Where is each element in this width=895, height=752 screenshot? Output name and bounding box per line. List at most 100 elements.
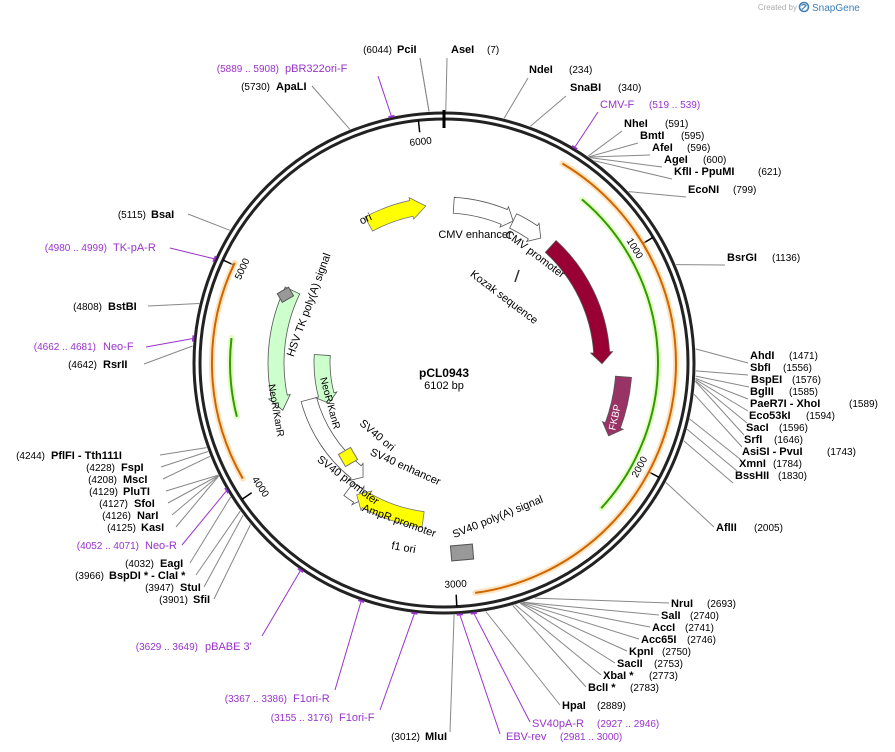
enzyme-bcli: BclI * (2783)	[588, 682, 659, 694]
plasmid-name: pCL0943	[419, 366, 469, 380]
enzyme-leader-line	[514, 604, 602, 676]
feature-box-sv40-polya	[449, 543, 475, 562]
enzyme-pluti: (4129) PluTI	[89, 486, 150, 498]
orf-orange-right	[475, 162, 677, 594]
enzyme-kpni: KpnI (2750)	[629, 646, 691, 658]
primer-binding-site	[224, 487, 230, 494]
enzyme-pos: (4244)	[16, 451, 45, 462]
primer-name: F1ori-R	[293, 693, 330, 705]
enzyme-pos: (3012)	[391, 732, 420, 743]
enzyme-name: EcoNI	[688, 184, 719, 196]
enzyme-pos: (1784)	[773, 459, 802, 470]
enzyme-leader-line	[628, 191, 687, 198]
primer-pos: (519 .. 539)	[649, 100, 700, 111]
enzyme-name: AfeI	[652, 142, 673, 154]
enzyme-leader-line	[213, 524, 251, 600]
enzyme-pos: (1585)	[789, 387, 818, 398]
enzyme-pos: (6044)	[363, 45, 392, 56]
primer-pbabe: (3629 .. 3649) pBABE 3'	[136, 641, 252, 653]
enzyme-pcii: (6044) PciI	[363, 44, 416, 56]
enzyme-econi: EcoNI (799)	[688, 184, 756, 196]
enzyme-name: NruI	[671, 598, 693, 610]
enzyme-mlui: (3012) MluI	[391, 731, 447, 743]
enzyme-name: AseI	[451, 44, 474, 56]
enzyme-bspei: BspEI (1576)	[751, 374, 821, 386]
enzyme-leader-line	[503, 77, 529, 119]
enzyme-leader-line	[449, 614, 455, 733]
enzyme-pos: (3901)	[159, 595, 188, 606]
feature-box-sv40-ori	[337, 446, 359, 468]
orf-green-right	[581, 198, 659, 509]
enzyme-ahdi: AhdI (1471)	[750, 350, 818, 362]
primer-leader-lines	[145, 75, 599, 735]
enzyme-pos: (4808)	[73, 302, 102, 313]
tick-label: 4000	[249, 475, 271, 500]
enzyme-pflfi: (4244) PflFI - Tth111I	[16, 450, 122, 462]
enzyme-name: BclI *	[588, 682, 616, 694]
feature-label-sv40-polya: SV40 poly(A) signal	[451, 494, 545, 541]
enzyme-name: SnaBI	[570, 82, 601, 94]
primer-binding-site	[411, 611, 418, 615]
enzyme-acci: AccI (2741)	[652, 622, 714, 634]
enzyme-leader-line	[311, 85, 351, 130]
enzyme-leader-line	[534, 597, 670, 604]
primer-name: F1ori-F	[339, 712, 375, 724]
enzyme-name: Eco53kI	[749, 410, 791, 422]
enzyme-leader-line	[695, 377, 749, 400]
primer-binding-site	[297, 567, 304, 573]
enzyme-name: KasI	[141, 522, 164, 534]
enzyme-pos: (2753)	[654, 659, 683, 670]
enzyme-sbfi: SbfI (1556)	[750, 362, 812, 374]
enzyme-sfoi: (4127) SfoI	[99, 498, 155, 510]
enzyme-name: BsaI	[151, 209, 174, 221]
enzyme-pos: (2773)	[649, 671, 678, 682]
enzyme-leader-line	[195, 510, 241, 576]
enzyme-name: EagI	[160, 558, 183, 570]
enzyme-agei: AgeI (600)	[664, 154, 726, 166]
primer-neo-r: (4052 .. 4071) Neo-R	[77, 540, 177, 552]
enzyme-name: PflFI - Tth111I	[51, 450, 122, 462]
enzyme-pos: (4208)	[88, 475, 117, 486]
enzyme-leader-line	[521, 602, 640, 640]
primer-leader-line	[379, 613, 415, 711]
enzyme-leader-line	[695, 375, 750, 388]
enzyme-leader-line	[147, 303, 200, 307]
brand-prefix: Created by	[758, 3, 797, 12]
enzyme-pos: (5115)	[118, 210, 146, 221]
enzyme-sacii: SacII (2753)	[617, 658, 683, 670]
enzyme-leader-line	[530, 95, 567, 127]
enzyme-name: BspEI	[751, 374, 782, 386]
enzyme-pos: (3966)	[75, 571, 104, 582]
enzyme-pos: (2750)	[662, 647, 691, 658]
feature-arrow-f1-ori	[356, 490, 425, 528]
primer-leader-line	[377, 75, 392, 117]
leader-lines	[143, 57, 750, 733]
enzyme-name: HpaI	[562, 700, 586, 712]
enzyme-leader-line	[520, 602, 628, 652]
enzyme-eagi: (4032) EagI	[125, 558, 183, 570]
enzyme-name: XmnI	[739, 458, 766, 470]
primer-sv40pa-r: SV40pA-R (2927 .. 2946)	[532, 718, 659, 730]
enzyme-name: AccI	[652, 622, 675, 634]
enzyme-pos: (7)	[487, 45, 499, 56]
primer-name: pBABE 3'	[205, 641, 252, 653]
enzyme-asisi: AsiSI - PvuI (1743)	[742, 446, 856, 458]
enzyme-name: BstBI	[108, 301, 137, 313]
enzyme-name: AhdI	[750, 350, 774, 362]
enzyme-pos: (4126)	[102, 511, 131, 522]
enzyme-name: KflI - PpuMI	[674, 166, 735, 178]
feature-arrow-cmv-enhancer	[452, 196, 514, 228]
enzyme-xmni: XmnI (1784)	[739, 458, 802, 470]
primer-name: Neo-R	[145, 540, 177, 552]
enzyme-name: AsiSI - PvuI	[742, 446, 803, 458]
enzyme-hpai: HpaI (2889)	[562, 700, 626, 712]
enzyme-leader-line	[187, 213, 230, 231]
enzyme-name: BglII	[750, 386, 774, 398]
feature-arrow-neor-outer	[267, 286, 301, 411]
primer-binding-site	[571, 145, 578, 150]
enzyme-name: BsrGI	[727, 252, 757, 264]
primer-tk-pa-r: (4980 .. 4999) TK-pA-R	[45, 242, 156, 254]
enzyme-rsrii: (4642) RsrII	[68, 359, 127, 371]
